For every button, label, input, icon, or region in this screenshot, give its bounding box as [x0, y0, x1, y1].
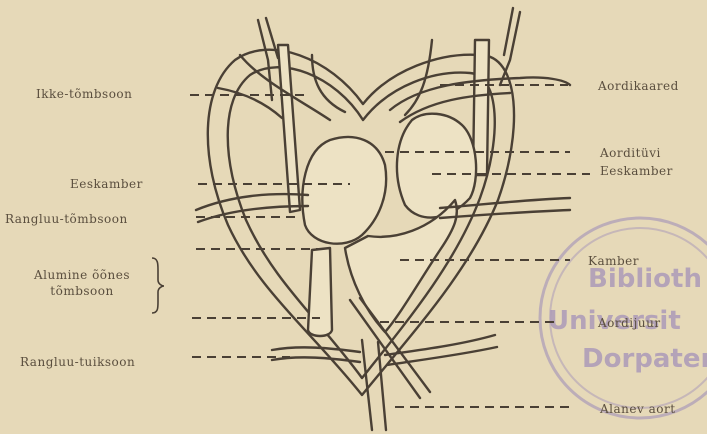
label-alumine-oones-line1: Alumine õõnes: [20, 268, 144, 282]
label-rangluu-tombsoon: Rangluu-tõmbsoon: [5, 212, 128, 226]
label-aordijuur: Aordijuur: [598, 316, 661, 330]
right-upper-vessel: [500, 8, 520, 85]
label-aorditüvi: Aorditüvi: [600, 146, 661, 160]
heart-drawing: [196, 8, 570, 430]
lower-left-branch: [272, 347, 360, 362]
label-ikke-tombsoon: Ikke-tõmbsoon: [36, 87, 132, 101]
right-atrium: [397, 114, 476, 218]
label-eeskamber-right: Eeskamber: [600, 164, 673, 178]
label-alanev-aort: Alanev aort: [600, 402, 676, 416]
label-alumine-oones-line2: tõmbsoon: [20, 284, 144, 298]
left-atrium: [302, 137, 386, 244]
vena-cava-inferior: [308, 248, 332, 336]
left-upper-vessel: [258, 18, 278, 100]
label-eeskamber-left: Eeskamber: [70, 177, 143, 191]
label-aordikaared: Aordikaared: [598, 79, 679, 93]
label-rangluu-tuiksoon: Rangluu-tuiksoon: [20, 355, 135, 369]
label-bracket: [152, 258, 164, 313]
label-kamber: Kamber: [588, 254, 639, 268]
stamp-line-1: Biblioth: [588, 264, 702, 294]
lower-right-branch: [385, 335, 497, 365]
stamp-line-3: Dorpater: [582, 344, 707, 374]
